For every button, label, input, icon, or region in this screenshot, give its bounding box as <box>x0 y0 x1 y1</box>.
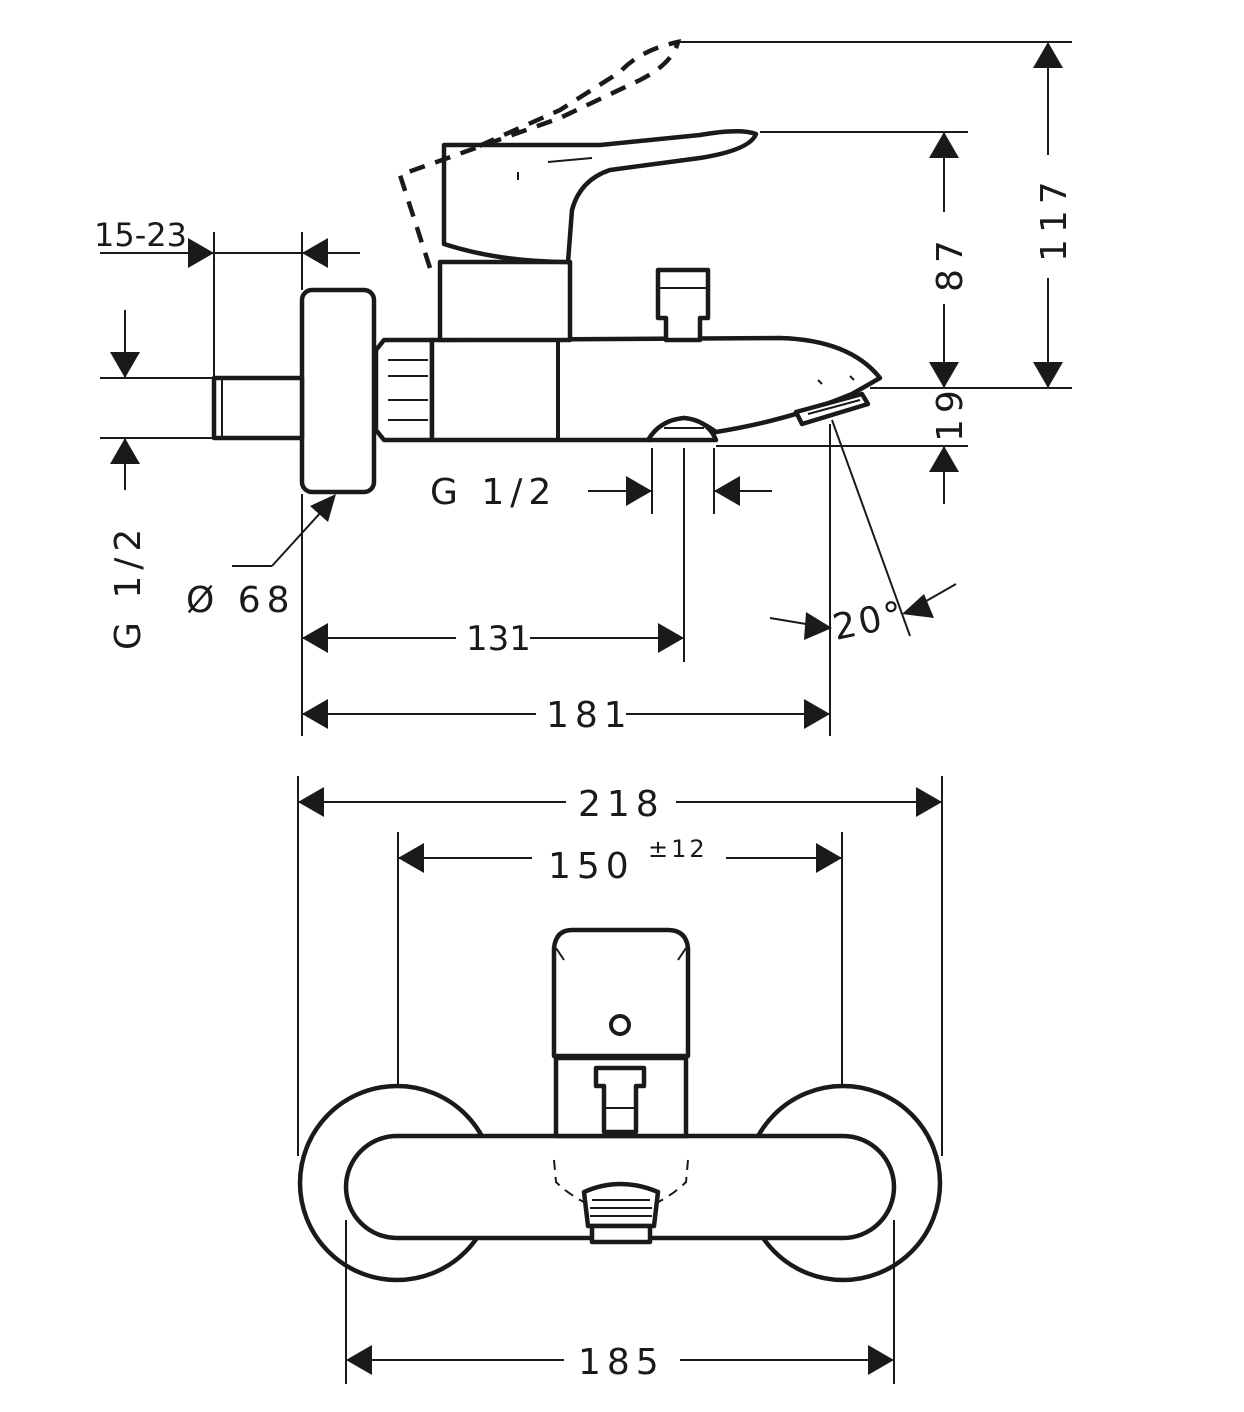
dim-height-total: 117 <box>1034 175 1075 262</box>
front-dimensions: 218 150 ±12 185 <box>297 776 943 1384</box>
dim-outlet-thread: G 1/2 <box>430 472 557 513</box>
dim-inlet-thread: G 1/2 <box>108 523 149 650</box>
dim-rosette-span: 185 <box>578 1342 665 1383</box>
diverter-knob <box>655 267 711 343</box>
aerator-front <box>581 1181 661 1229</box>
dim-overall-width: 218 <box>578 784 665 825</box>
cartridge-stem <box>437 259 573 343</box>
mixer-body <box>429 335 883 443</box>
inlet-connector <box>211 375 305 441</box>
rosette-disk <box>299 287 377 495</box>
dim-rosette-diameter: Ø 68 <box>186 580 296 621</box>
side-dimensions: 15-23 G 1/2 Ø 68 G 1/2 131 <box>94 41 1075 736</box>
dim-centre-distance: 150 <box>548 846 635 887</box>
lever-raised-position <box>397 39 682 269</box>
side-view <box>211 39 883 495</box>
dim-swivel-angle: 20° <box>829 594 909 649</box>
dim-height-outlet: 19 <box>930 384 971 442</box>
dim-spout-depth-outlet: 131 <box>466 619 531 659</box>
handle-screw <box>609 1014 631 1036</box>
dim-wall-adjust: 15-23 <box>94 216 187 254</box>
spout-tip <box>793 391 871 427</box>
connector-nut <box>373 337 435 443</box>
lever-handle <box>441 129 759 265</box>
dim-height-handle: 87 <box>930 234 971 292</box>
lever-handle-front <box>551 927 691 1059</box>
dim-centre-tolerance: ±12 <box>648 835 708 863</box>
front-view <box>297 927 943 1283</box>
dim-spout-depth-total: 181 <box>546 695 633 736</box>
